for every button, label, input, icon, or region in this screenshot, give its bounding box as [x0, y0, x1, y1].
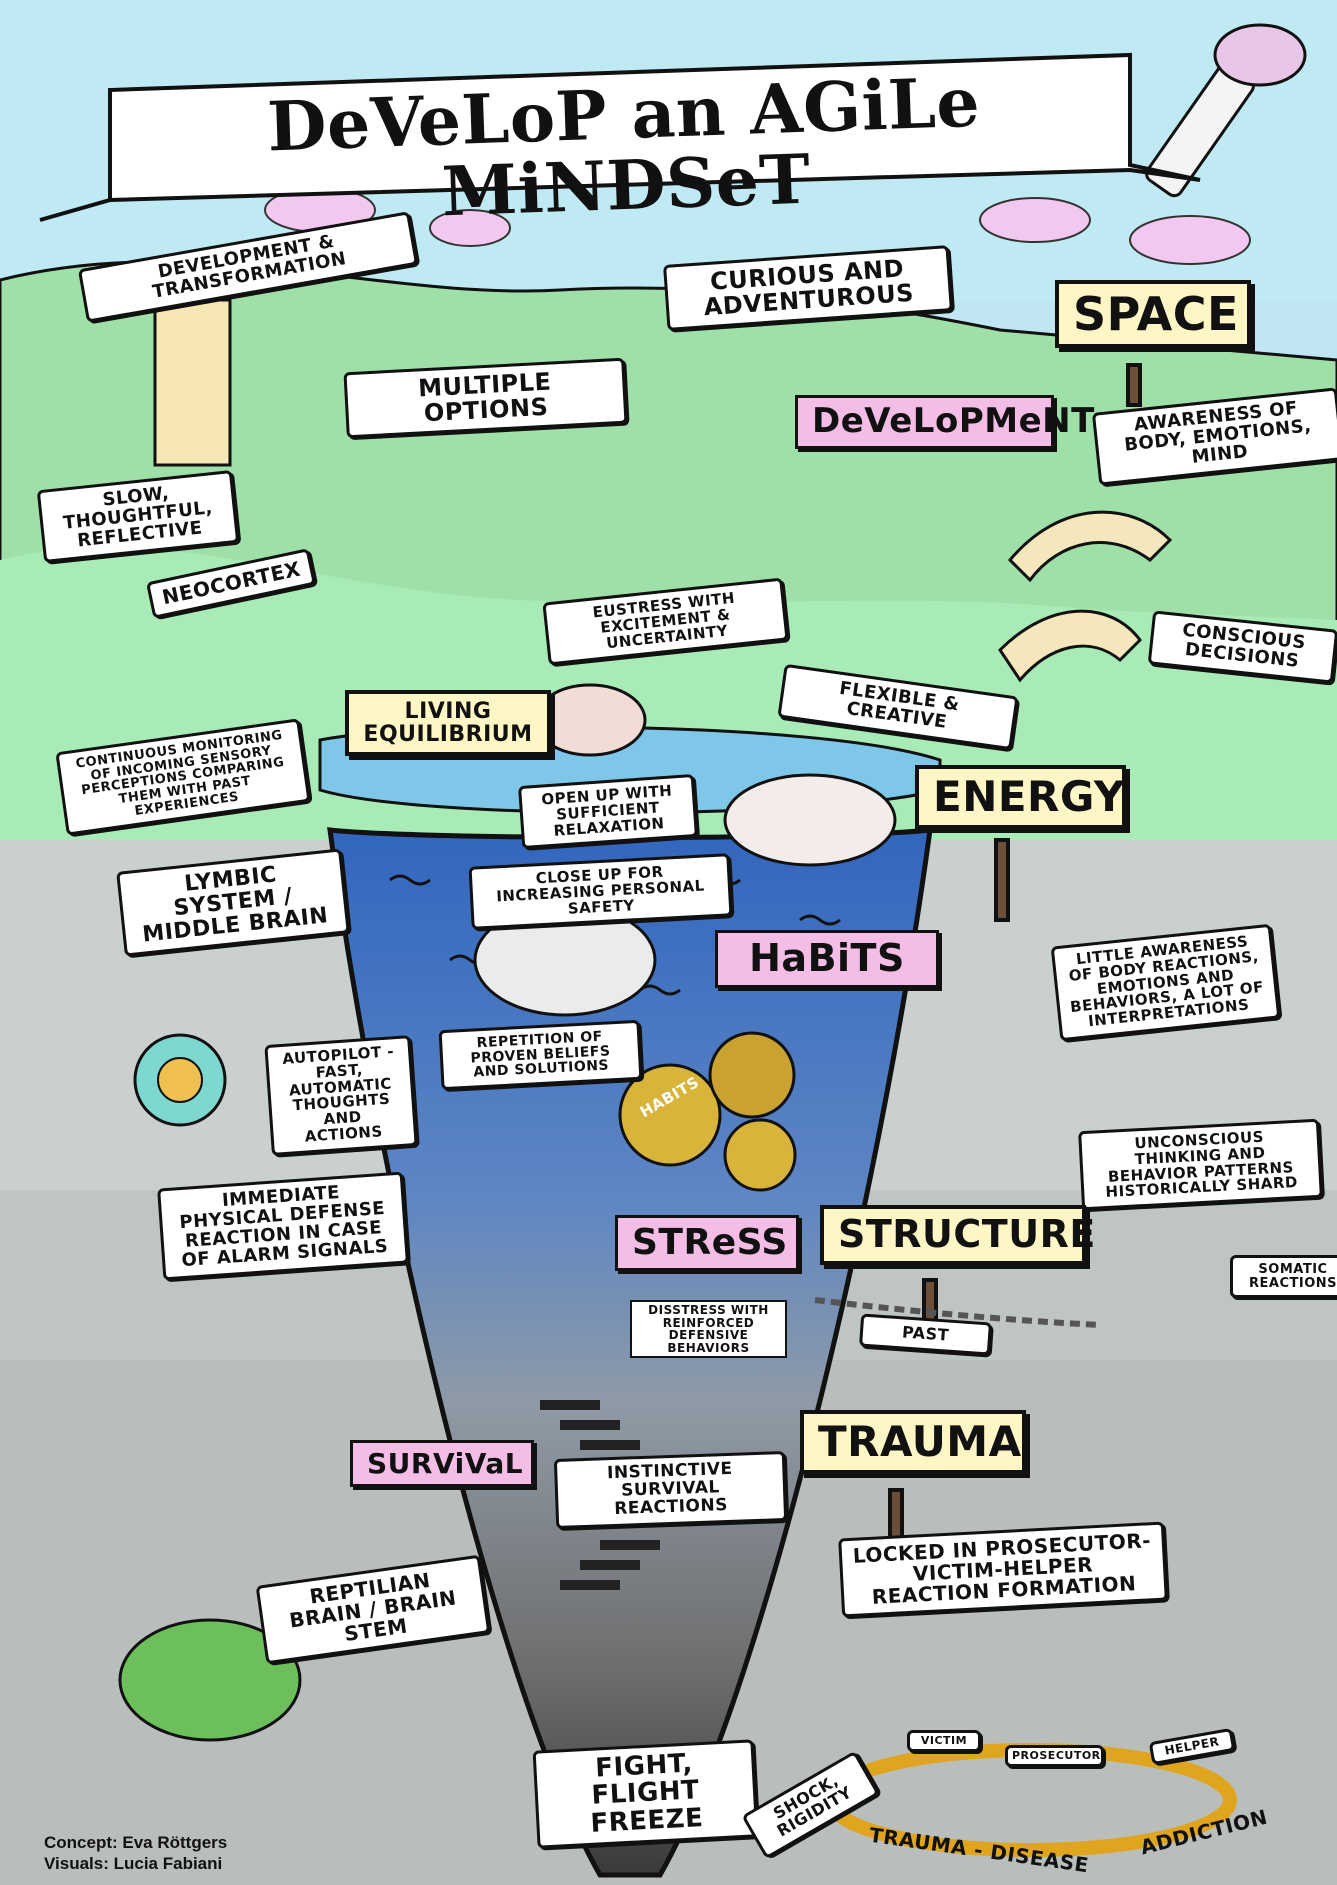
sign-energy: ENERGY: [915, 765, 1126, 830]
sign-space: SPACE: [1055, 280, 1251, 349]
credits: Concept: Eva Röttgers Visuals: Lucia Fab…: [44, 1832, 227, 1875]
label-stress: STReSS: [615, 1215, 799, 1271]
arrow-upper: [1007, 510, 1173, 583]
past-chain: [814, 1297, 1101, 1328]
open-shell: [533, 683, 647, 757]
label-victim: VICTIM: [907, 1730, 981, 1752]
label-survival: SURViVaL: [350, 1440, 534, 1488]
label-autopilot: AUTOPILOT - FAST, AUTOMATIC THOUGHTS AND…: [264, 1035, 418, 1156]
label-unconscious: UNCONSCIOUS THINKING AND BEHAVIOR PATTER…: [1078, 1118, 1323, 1211]
label-somatic: SOMATIC REACTIONS: [1230, 1255, 1337, 1299]
credit-concept: Concept: Eva Röttgers: [44, 1833, 228, 1852]
label-distress: DISSTRESS WITH REINFORCED DEFENSIVE BEHA…: [630, 1300, 787, 1359]
crocodile: [118, 1618, 302, 1742]
closed-shell-right: [723, 773, 897, 867]
sign-trauma: TRAUMA: [800, 1410, 1026, 1475]
title-ribbon: [39, 52, 1201, 222]
label-immediate: IMMEDIATE PHYSICAL DEFENSE REACTION IN C…: [157, 1171, 409, 1281]
label-repetition: REPETITION OF PROVEN BELIEFS AND SOLUTIO…: [438, 1019, 643, 1091]
label-habits: HaBiTS: [715, 930, 939, 988]
door: [153, 298, 232, 467]
credit-visuals: Visuals: Lucia Fabiani: [44, 1854, 223, 1874]
sign-living-equilibrium: LIVING EQUILIBRIUM: [345, 690, 551, 757]
label-prosecutor: PROSECUTOR: [1005, 1745, 1104, 1767]
label-development: DeVeLoPMeNT: [795, 395, 1094, 449]
brain: [1213, 23, 1307, 87]
label-instinctive: INSTINCTIVE SURVIVAL REACTIONS: [553, 1450, 788, 1529]
arrow-lower: [998, 609, 1142, 683]
label-open-up: OPEN UP WITH SUFFICIENT RELAXATION: [518, 773, 698, 850]
label-fight-flight-freeze: FIGHT, FLIGHT FREEZE: [532, 1739, 759, 1849]
habit-gears: [618, 1031, 797, 1192]
sign-structure: STRUCTURE: [820, 1205, 1095, 1265]
